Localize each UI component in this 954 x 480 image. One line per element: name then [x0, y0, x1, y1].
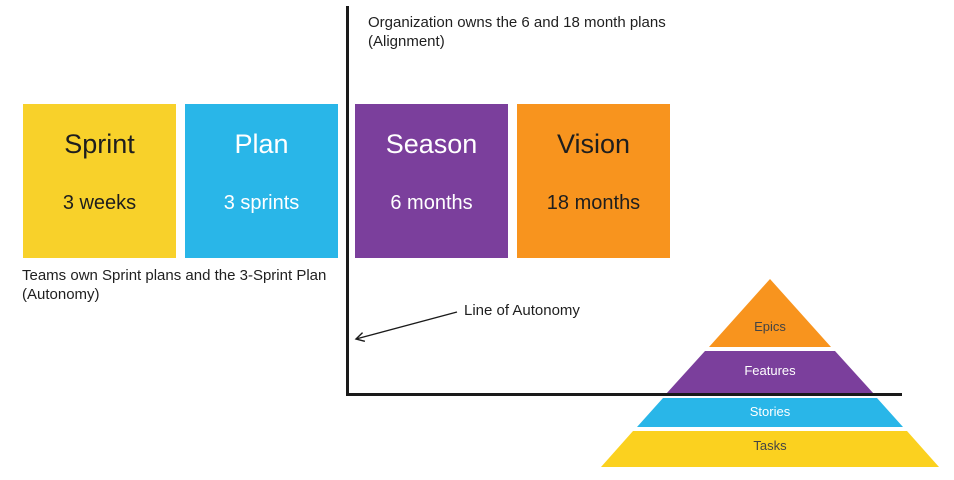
vision-box-title: Vision: [556, 129, 631, 159]
alignment-note: Organization owns the 6 and 18 month pla…: [368, 13, 666, 51]
plan-box-subtitle: 3 sprints: [223, 192, 300, 214]
season-box-title: Season: [385, 129, 478, 159]
pyramid-tasks-label: Tasks: [753, 438, 787, 453]
pyramid-epics-layer: [709, 279, 831, 347]
sprint-box: Sprint 3 weeks: [23, 104, 176, 258]
pyramid-features-layer: [666, 351, 874, 394]
pyramid-features-label: Features: [744, 363, 796, 378]
line-of-autonomy-label: Line of Autonomy: [464, 302, 580, 319]
plan-box-title: Plan: [234, 129, 289, 159]
autonomy-note-line2: (Autonomy): [22, 286, 100, 303]
alignment-note-line1: Organization owns the 6 and 18 month pla…: [368, 14, 666, 31]
season-box: Season 6 months: [355, 104, 508, 258]
sprint-box-subtitle: 3 weeks: [62, 192, 137, 214]
sprint-box-title: Sprint: [64, 129, 135, 159]
backlog-pyramid: Epics Features Stories Tasks: [601, 279, 939, 467]
vision-box: Vision 18 months: [517, 104, 670, 258]
alignment-note-line2: (Alignment): [368, 33, 445, 50]
season-box-subtitle: 6 months: [390, 192, 473, 214]
vision-box-subtitle: 18 months: [546, 192, 641, 214]
autonomy-note-line1: Teams own Sprint plans and the 3-Sprint …: [22, 267, 327, 284]
pyramid-tasks-layer: [601, 431, 939, 467]
pyramid-stories-label: Stories: [750, 404, 791, 419]
autonomy-note: Teams own Sprint plans and the 3-Sprint …: [22, 266, 326, 304]
pyramid-epics-label: Epics: [754, 319, 786, 334]
autonomy-arrow: [354, 311, 458, 342]
pyramid-stories-layer: [637, 398, 903, 427]
plan-box: Plan 3 sprints: [185, 104, 338, 258]
